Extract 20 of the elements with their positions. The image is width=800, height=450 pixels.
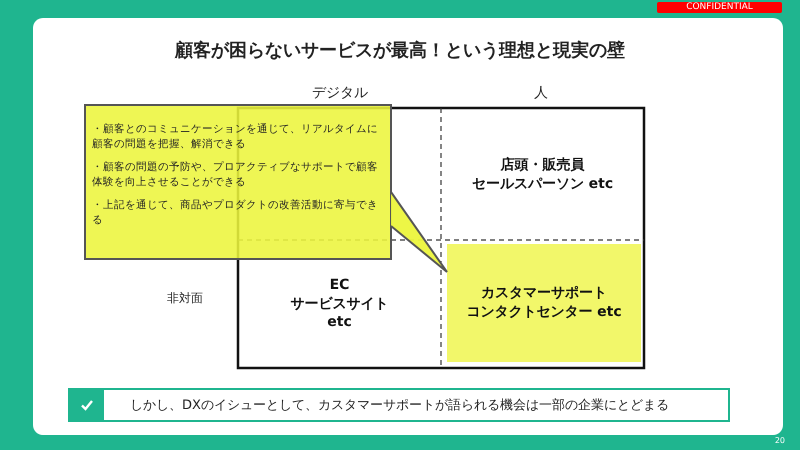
- message-banner: [68, 388, 730, 422]
- page-number: 20: [774, 436, 785, 445]
- column-header: 人: [533, 84, 549, 102]
- bullet-text: ・上記を通じて、商品やプロダクトの改善活動に寄与できる: [92, 198, 379, 228]
- bullet-text: ・顧客とのコミュニケーションを通じて、リアルタイムに顧客の問題を把握、解消できる: [92, 122, 379, 152]
- cell-text: EC: [330, 276, 350, 295]
- cell-text: 店頭・販売員: [500, 156, 584, 174]
- callout-pointer: [390, 191, 448, 273]
- message-text: しかし、DXのイシューとして、カスタマーサポートが語られる機会は一部の企業にとどまる: [130, 397, 670, 414]
- highlight-cell: [447, 244, 641, 362]
- cell-text: カスタマーサポート: [481, 284, 607, 303]
- column-header: デジタル: [311, 84, 369, 102]
- bullet-text: ・顧客の問題の予防や、プロアクティブなサポートで顧客体験を向上させることができる: [92, 160, 379, 190]
- cell-text: セールスパーソン etc: [472, 174, 614, 194]
- cell-text: etc: [327, 313, 352, 332]
- slide-title: 顧客が困らないサービスが最高！という理想と現実の壁: [174, 39, 626, 62]
- confidential-tag: CONFIDENTIAL: [657, 2, 782, 13]
- row-header: 非対面: [166, 290, 204, 307]
- cell-text: コンタクトセンター etc: [466, 303, 622, 322]
- cell-text: サービスサイト: [290, 294, 388, 314]
